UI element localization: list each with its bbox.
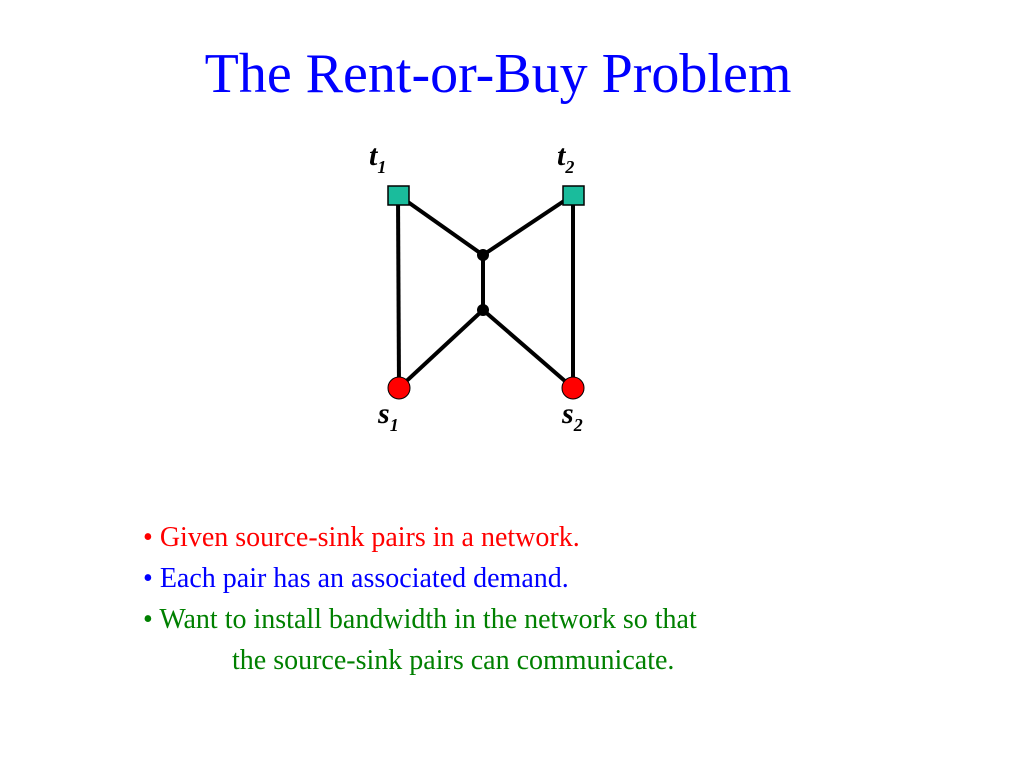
- bullet-marker: •: [143, 522, 153, 553]
- edge-t1-u1: [396, 193, 485, 257]
- bullet-item-1: • Given source-sink pairs in a network.: [143, 517, 903, 558]
- node-s2-circle: [561, 376, 585, 400]
- edge-layer: [396, 193, 575, 390]
- bullet-item-3: • Want to install bandwidth in the netwo…: [143, 599, 903, 681]
- node-t1-square: [387, 185, 410, 206]
- node-u2-dot: [477, 304, 489, 316]
- label-layer: t1 t2 s1 s2: [369, 139, 583, 435]
- slide-title: The Rent-or-Buy Problem: [204, 43, 792, 105]
- label-t2-main: t: [557, 139, 567, 172]
- node-s1-circle: [387, 376, 411, 400]
- bullet-item-2: • Each pair has an associated demand.: [143, 558, 903, 599]
- label-s2-main: s: [561, 397, 574, 430]
- bullet-text: Want to install bandwidth in the network…: [159, 604, 697, 635]
- edge-u2-s2: [481, 308, 575, 390]
- edge-u2-s1: [397, 308, 485, 390]
- label-s1-sub: 1: [390, 415, 399, 435]
- bullet-marker: •: [143, 604, 153, 635]
- label-t2: t2: [557, 139, 574, 177]
- label-s1-main: s: [377, 397, 390, 430]
- label-s2: s2: [561, 397, 583, 435]
- label-s1: s1: [377, 397, 399, 435]
- label-s2-sub: 2: [573, 415, 583, 435]
- bullet-text: Each pair has an associated demand.: [159, 563, 569, 594]
- label-t1-sub: 1: [377, 157, 386, 177]
- node-u1-dot: [477, 249, 489, 261]
- label-t2-sub: 2: [564, 157, 574, 177]
- bullet-list: • Given source-sink pairs in a network. …: [143, 517, 903, 681]
- node-layer: [387, 185, 585, 400]
- bullet-marker: •: [143, 563, 153, 594]
- edge-t1-s1: [396, 194, 401, 389]
- node-t2-square: [562, 185, 585, 206]
- bullet-text: Given source-sink pairs in a network.: [159, 522, 580, 553]
- label-t1: t1: [369, 139, 386, 177]
- edge-t2-u1: [481, 193, 575, 257]
- bullet-continuation: the source-sink pairs can communicate.: [232, 645, 675, 676]
- label-t1-main: t: [369, 139, 379, 172]
